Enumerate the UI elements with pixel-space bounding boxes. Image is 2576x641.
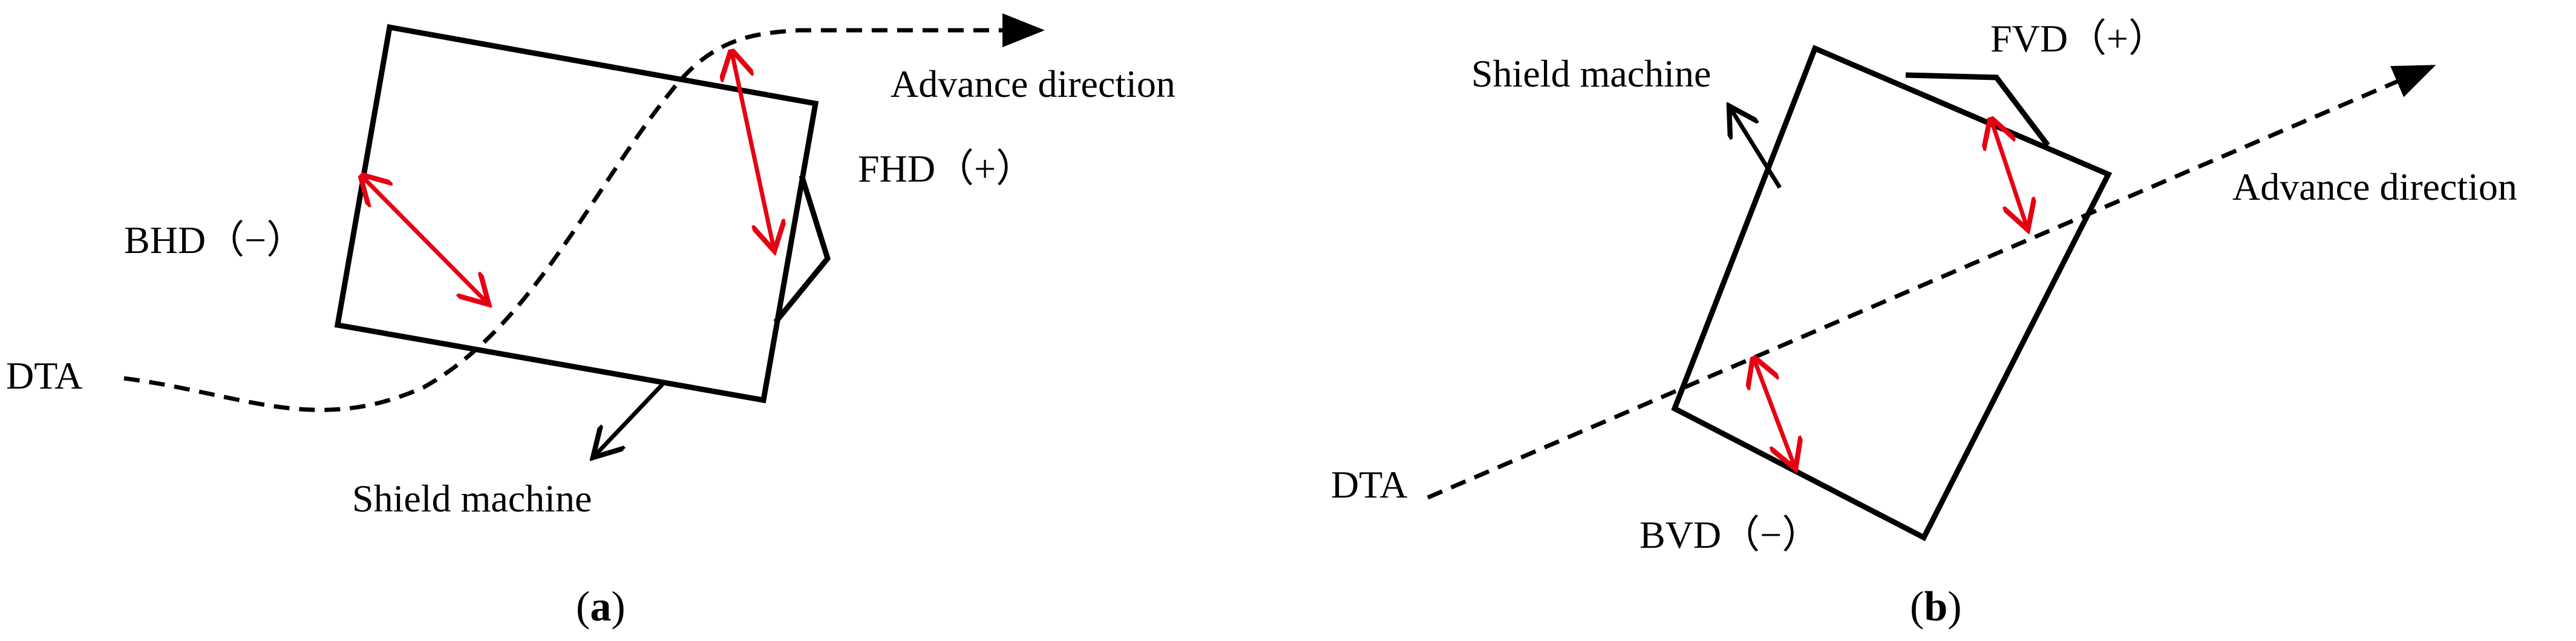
shield-machine-body-a (334, 24, 819, 404)
caption-a: (a) (576, 583, 626, 630)
panel-a: DTA BHD（−） FHD（+） Advance direction Shie… (6, 13, 1175, 630)
label-dta-a: DTA (6, 354, 82, 397)
cutter-head-b (1905, 72, 2050, 147)
caption-b-close: ) (1947, 583, 1961, 630)
label-shield-a: Shield machine (352, 477, 592, 520)
shield-pointer-b (1729, 106, 1782, 189)
shield-pointer-a (593, 383, 664, 458)
label-fhd: FHD（+） (858, 147, 1035, 190)
dta-curve-a (123, 13, 1045, 412)
label-fvd: FVD（+） (1990, 17, 2167, 60)
label-advance-b: Advance direction (2232, 165, 2517, 208)
bvd-arrow (1754, 360, 1796, 469)
cutter-head-a (773, 174, 831, 324)
dta-line-b (1427, 64, 2436, 500)
caption-b-open: ( (1910, 583, 1924, 630)
caption-a-close: ) (611, 583, 625, 630)
label-advance-a: Advance direction (891, 62, 1175, 105)
bhd-arrow (363, 177, 489, 304)
fhd-arrow (732, 53, 774, 251)
label-dta-b: DTA (1331, 463, 1407, 506)
label-bhd: BHD（−） (124, 219, 305, 261)
caption-a-open: ( (576, 583, 590, 630)
caption-b-letter: b (1924, 583, 1947, 630)
panel-b: Shield machine FVD（+） Advance direction … (1331, 17, 2517, 630)
caption-a-letter: a (590, 583, 611, 630)
label-shield-b: Shield machine (1471, 52, 1711, 95)
caption-b: (b) (1910, 583, 1962, 630)
fvd-arrow (1992, 121, 2028, 230)
label-bvd: BVD（−） (1639, 513, 1820, 556)
